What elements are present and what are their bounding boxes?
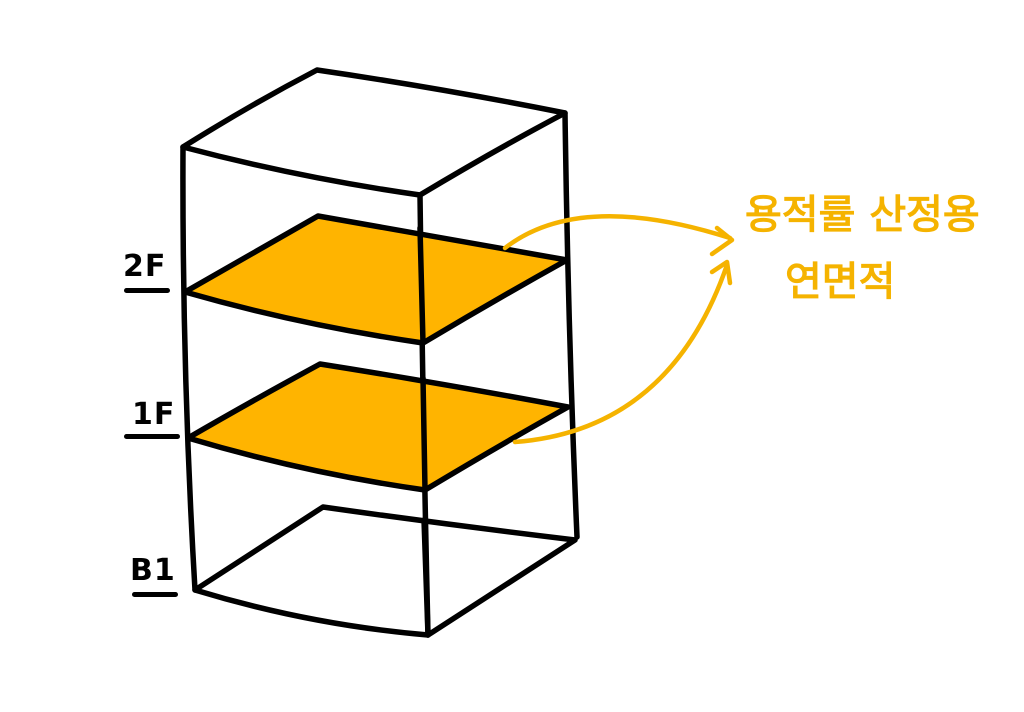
- floor-1f-slab: [185, 361, 571, 493]
- right-wall-edge: [562, 110, 580, 540]
- roof-outline: [180, 67, 568, 198]
- floor-2f-slab: [182, 213, 570, 346]
- floor-label-b1-underline: [132, 592, 178, 597]
- front-corner-over-b1: [421, 517, 431, 638]
- floor-b1-outline: [192, 504, 578, 638]
- floor-label-b1: B1: [130, 553, 176, 588]
- arrowhead-1f: [709, 259, 733, 286]
- floor-label-1f-underline: [124, 434, 180, 439]
- arrow-1f-to-annotation: [512, 262, 730, 445]
- annotation-line2: 연면적: [785, 259, 896, 305]
- floor-label-2f: 2F: [123, 249, 167, 284]
- arrow-2f-to-annotation: [502, 214, 733, 251]
- floor-label-2f-underline: [124, 288, 170, 293]
- floor-label-1f: 1F: [132, 397, 176, 432]
- arrowhead-2f: [709, 225, 735, 257]
- left-wall-edge: [180, 144, 198, 593]
- annotation-line1: 용적률 산정용: [745, 192, 980, 238]
- front-corner-over-2f: [417, 225, 426, 346]
- front-corner-over-1f: [420, 375, 428, 493]
